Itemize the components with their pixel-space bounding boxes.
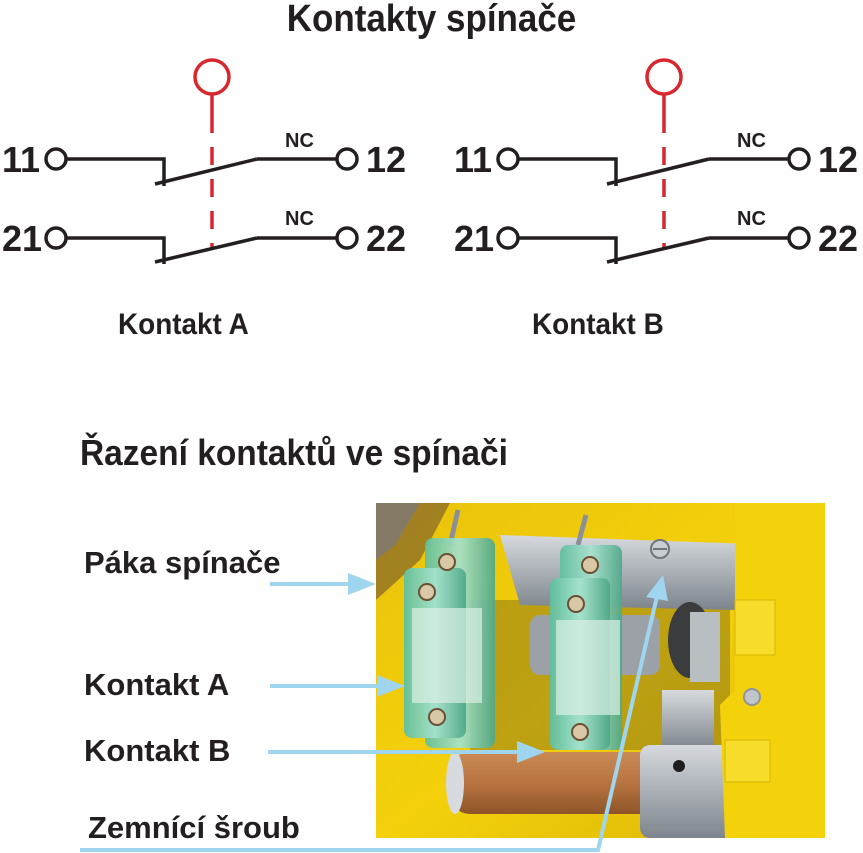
ground-screw-icon [650, 539, 670, 559]
terminal-circle-icon [335, 147, 359, 171]
terminal-label-left: 21 [454, 218, 494, 259]
arrow-contact-b-icon [268, 741, 545, 763]
section-title: Řazení kontaktů ve spínači [80, 432, 508, 473]
actuator-knob-icon [645, 58, 683, 96]
arrow-ground-screw-icon [80, 575, 668, 852]
callout-label-lever: Páka spínače [84, 545, 281, 580]
schematic-diagram: 11 NC 12 21 NC 22 11 [2, 58, 858, 264]
terminal-circle-icon [496, 147, 520, 171]
bracket [500, 535, 780, 610]
copper-rod [450, 752, 720, 814]
contact-b-caption: Kontakt B [532, 308, 664, 341]
nc-label: NC [737, 208, 766, 230]
contact-row-2: 21 NC 22 [454, 208, 858, 264]
switch-blade [606, 157, 710, 186]
arrow-contact-a-icon [270, 675, 405, 697]
page-title: Kontakty spínače [286, 0, 577, 40]
schematic-contact-b: 11 NC 12 21 NC 22 [454, 58, 858, 264]
switch-blade [606, 236, 710, 264]
terminal-label-left: 11 [2, 139, 40, 180]
terminal-label-left: 11 [454, 139, 492, 180]
contact-row-1: 11 NC 12 [2, 130, 406, 186]
terminal-label-left: 21 [2, 218, 42, 259]
callout-arrows [80, 573, 668, 852]
contact-block-a [404, 538, 495, 748]
callout-label-contact-b: Kontakt B [84, 733, 231, 768]
terminal-circle-icon [496, 226, 520, 250]
callout-label-ground-screw: Zemnící šroub [88, 810, 300, 845]
nc-label: NC [285, 130, 314, 152]
bolt-icon [747, 550, 768, 577]
wire [66, 157, 166, 186]
callout-label-contact-a: Kontakt A [84, 667, 230, 702]
terminal-label-right: 12 [818, 139, 858, 180]
wire [518, 157, 618, 186]
terminal-label-right: 22 [818, 218, 858, 259]
terminal-circle-icon [44, 147, 68, 171]
terminal-label-right: 22 [366, 218, 406, 259]
contact-row-2: 21 NC 22 [2, 208, 406, 264]
terminal-circle-icon [787, 147, 811, 171]
nc-label: NC [737, 130, 766, 152]
terminal-circle-icon [44, 226, 68, 250]
terminal-circle-icon [787, 226, 811, 250]
wire [518, 236, 618, 264]
arrow-lever-icon [270, 573, 376, 595]
contact-row-1: 11 NC 12 [454, 130, 858, 186]
terminal-circle-icon [335, 226, 359, 250]
switch-blade [154, 236, 258, 264]
switch-blade [154, 157, 258, 186]
contact-a-caption: Kontakt A [118, 308, 249, 341]
wire [66, 236, 166, 264]
contact-block-b [550, 545, 622, 750]
nc-label: NC [285, 208, 314, 230]
terminal-label-right: 12 [366, 139, 406, 180]
photo-background [376, 503, 825, 838]
clamp [640, 745, 735, 838]
schematic-contact-a: 11 NC 12 21 NC 22 [2, 58, 406, 264]
actuator-knob-icon [193, 58, 231, 96]
